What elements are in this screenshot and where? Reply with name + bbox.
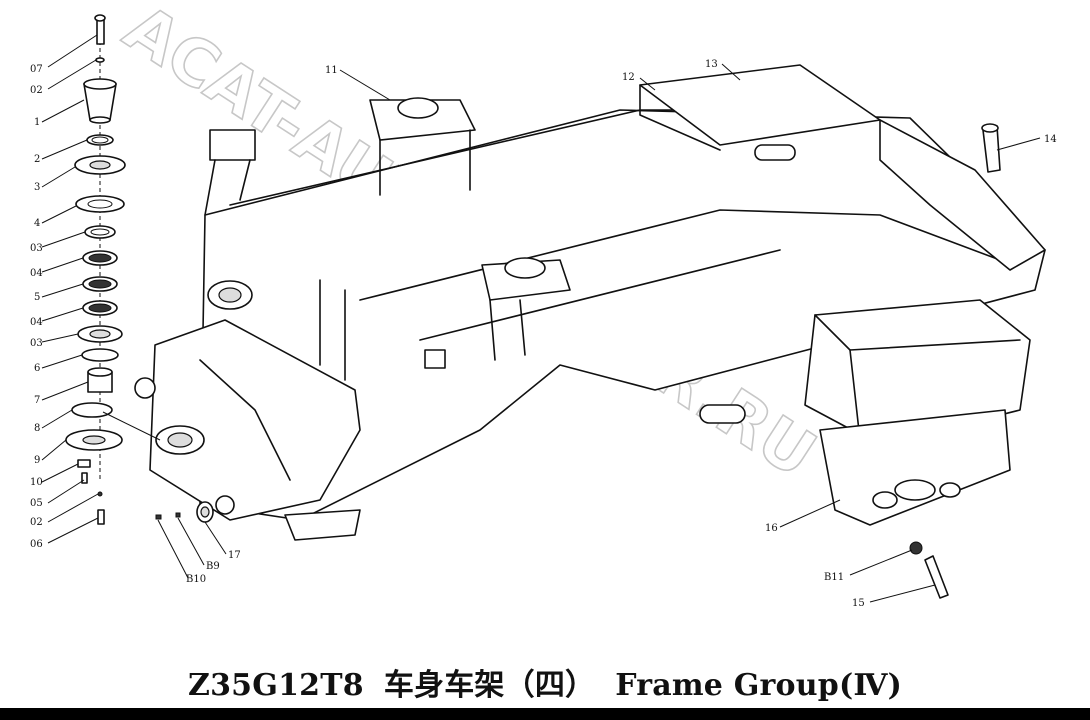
callout-b11: B11 [824, 572, 844, 583]
shim-part [75, 195, 125, 213]
bushing-17-part [196, 501, 214, 523]
title-chinese: 车身车架（四） [383, 668, 596, 703]
pin-part [83, 78, 117, 124]
callout-15: 15 [852, 598, 865, 609]
callout-04: 04 [30, 268, 43, 279]
callout-b10: B10 [186, 574, 206, 585]
hinge-parts-stack [65, 14, 126, 525]
callout-06: 06 [30, 539, 43, 550]
callout-10: 10 [30, 477, 43, 488]
main-frame [134, 64, 1046, 541]
callout-04: 04 [30, 317, 43, 328]
pin-14-part [981, 123, 1001, 173]
callout-6: 6 [34, 363, 40, 374]
callout-12: 12 [622, 72, 635, 83]
callout-11: 11 [325, 65, 338, 76]
callout-8: 8 [34, 423, 40, 434]
callout-b9: B9 [206, 561, 220, 572]
leader-lines [41, 34, 1041, 603]
callout-03: 03 [30, 243, 43, 254]
callout-02: 02 [30, 517, 43, 528]
model-code: Z35G12T8 [188, 668, 364, 703]
bolt-part [96, 17, 105, 45]
bushing-part [87, 367, 113, 393]
bottom-border [0, 708, 1090, 720]
callout-16: 16 [765, 523, 778, 534]
loose-parts [155, 123, 1001, 599]
callout-02: 02 [30, 85, 43, 96]
nut-b11-part [909, 541, 923, 555]
callout-4: 4 [34, 218, 40, 229]
callout-07: 07 [30, 64, 43, 75]
callout-9: 9 [34, 455, 40, 466]
callout-2: 2 [34, 154, 40, 165]
callout-14: 14 [1044, 134, 1057, 145]
callout-17: 17 [228, 550, 241, 561]
callout-5: 5 [34, 292, 40, 303]
callout-1: 1 [34, 117, 40, 128]
callout-labels: 07 02 1 2 3 4 03 04 5 04 03 6 7 8 9 10 0… [30, 59, 1057, 609]
callout-7: 7 [34, 395, 40, 406]
bolt-15-part [924, 555, 949, 599]
washer-part [95, 57, 105, 63]
callout-3: 3 [34, 182, 40, 193]
callout-13: 13 [705, 59, 718, 70]
callout-05: 05 [30, 498, 43, 509]
title-english: Frame Group(Ⅳ) [615, 668, 902, 703]
callout-03: 03 [30, 338, 43, 349]
diagram-caption: Z35G12T8 车身车架（四） Frame Group(Ⅳ) [0, 660, 1090, 704]
